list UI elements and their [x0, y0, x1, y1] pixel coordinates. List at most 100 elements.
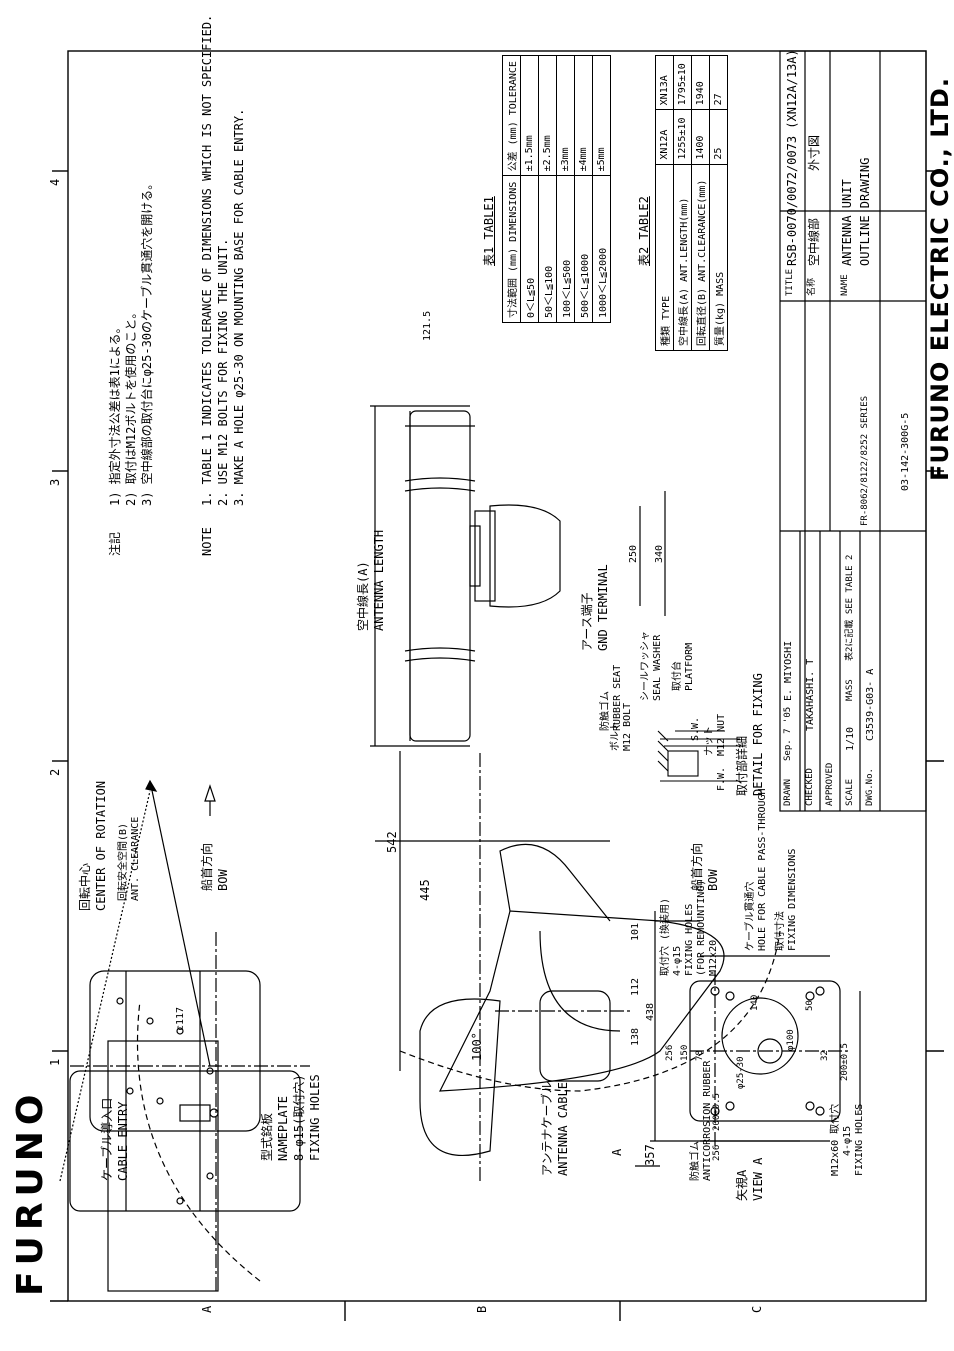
table1-cell: ±4mm [574, 55, 593, 176]
title-jp-label: 名称 [807, 277, 817, 296]
rubber-seat-label: RUBBER SEAT [612, 664, 623, 731]
seal-washer-jp: シールワッシャ [640, 631, 651, 701]
name-label: NAME [840, 274, 850, 296]
table1-title: 表1 TABLE1 [482, 196, 496, 266]
approved-label: APPROVED [825, 762, 835, 806]
table2-cell: 回転直径(B) ANT.CLEARANCE(mm) [691, 164, 710, 351]
dwg-number: C3539-G03- A [865, 668, 876, 741]
fixing-dims-jp: 取付寸法 [775, 911, 786, 951]
table2-cell: 1795±10 [673, 55, 692, 110]
table2-cell: 空中線長(A) ANT.LENGTH(mm) [673, 164, 692, 351]
note-jp-1: 1) 指定外寸法公差は表1による。 [108, 321, 122, 506]
table1-cell: 1000＜L≦2000 [592, 175, 611, 323]
sw-label: S.W. [690, 716, 701, 741]
nut-jp: ナット [704, 726, 715, 756]
mass-label: MASS [845, 679, 855, 701]
drawn-by: E. MIYOSHI [783, 640, 794, 701]
dim-438: 438 [645, 1002, 656, 1021]
table2-cell: 1255±10 [673, 109, 692, 165]
nut-label: M12 NUT [716, 713, 727, 756]
table1-cell: 500＜L≦1000 [574, 175, 593, 323]
fixing-dims-label: FIXING DIMENSIONS [787, 848, 798, 951]
center-rotation-jp: 回転中心 [78, 862, 92, 911]
dim-256a: 256 [665, 1044, 675, 1061]
dim-100deg: 100° [470, 1032, 484, 1061]
table-row: 100＜L≦500±3mm [556, 55, 575, 323]
table1-cell: ±5mm [592, 55, 611, 176]
cable-hole-label: HOLE FOR CABLE PASS-THROUGH [757, 788, 768, 951]
detail-fixing-jp: 取付部詳細 [735, 735, 749, 796]
name-1: ANTENNA UNIT [840, 179, 854, 266]
fix-holes-count: 4-φ15 [672, 945, 683, 976]
gnd-terminal-label: GND TERMINAL [596, 564, 610, 651]
table2-cell: 質量(kg) MASS [709, 164, 728, 351]
table1-header-dimensions: 寸法範囲 (mm) DIMENSIONS [502, 175, 521, 323]
title-label: TITLE [785, 268, 795, 296]
dim-150: 150 [680, 1044, 690, 1061]
dim-200b: 200±0.5 [712, 1093, 722, 1131]
dim-250: 250 [628, 544, 639, 563]
platform-jp: 取付台 [672, 661, 683, 691]
section-a-marker: A [610, 1148, 624, 1156]
cable-entry-label: CABLE ENTRY [116, 1101, 130, 1181]
cable-entry-jp: ケーブル導入口 [100, 1097, 114, 1181]
dim-78: 78 [695, 1050, 705, 1061]
company-name: FURUNO ELECTRIC CO., LTD. [926, 77, 954, 481]
platform-label: PLATFORM [684, 642, 695, 691]
note-en-3: 3. MAKE A HOLE φ25-30 ON MOUNTING BASE F… [232, 108, 246, 506]
table2-cell: 1940 [691, 55, 710, 110]
table2-header: 種類 TYPE [655, 164, 674, 351]
table2-cell: 27 [709, 55, 728, 110]
view-a-label: VIEW A [751, 1157, 765, 1201]
title-jp-2: 外寸図 [807, 134, 821, 171]
dim-101: 101 [630, 922, 641, 941]
view-a-jp: 矢視A [735, 1169, 749, 1201]
antenna-cable-label: ANTENNA CABLE [556, 1082, 570, 1176]
table-row: 1000＜L≦2000±5mm [592, 55, 611, 323]
dim-140: 140 [750, 994, 760, 1011]
table1-cell: 0＜L≦50 [520, 175, 539, 323]
note-en-1: 1. TABLE 1 INDICATES TOLERANCE OF DIMENS… [200, 14, 214, 506]
dim-542: 542 [385, 831, 399, 853]
m12-holes: M12x60 取付穴 [830, 1103, 841, 1176]
checked-by: TAKAHASHI. T [805, 658, 816, 731]
table-row: 500＜L≦1000±4mm [574, 55, 593, 323]
table1-cell: 50＜L≦100 [538, 175, 557, 323]
table2-cell: 25 [709, 109, 728, 165]
note-en-2: 2. USE M12 BOLTS FOR FIXING THE UNIT. [216, 238, 230, 506]
dim-256b: 256 [712, 1144, 722, 1161]
dim-121-5: 121.5 [422, 310, 433, 341]
bow-view-a-jp: 船首方向 [690, 842, 704, 891]
rubber-seat-jp: 防触ゴム [600, 691, 611, 731]
dim-c117: c117 [175, 1006, 186, 1031]
m12-holes-label: FIXING HOLES [854, 1103, 865, 1176]
table-row: 0＜L≦50±1.5mm [520, 55, 539, 323]
bow-top-jp: 船首方向 [200, 842, 214, 891]
bow-top-label: BOW [216, 869, 230, 891]
detail-fixing-label: DETAIL FOR FIXING [751, 673, 765, 796]
seal-washer-label: SEAL WASHER [652, 634, 663, 701]
dim-200a: 200±0.5 [840, 1043, 850, 1081]
table1: 寸法範囲 (mm) DIMENSIONS 公差 (mm) TOLERANCE 0… [502, 55, 611, 323]
notes-en-header: NOTE [200, 527, 214, 556]
anticorrosion-jp: 防触ゴム [690, 1141, 701, 1181]
dim-phi100: φ100 [786, 1029, 796, 1051]
dim-445: 445 [418, 879, 432, 901]
note-jp-2: 2) 取付はM12ボルトを使用のこと。 [124, 306, 138, 506]
drawn-date: Sep. 7 '05 [783, 706, 793, 761]
antenna-length-label: ANTENNA LENGTH [372, 529, 386, 631]
title-jp: 空中線部 [807, 217, 821, 266]
fixing-holes-top-label: FIXING HOLES [308, 1074, 322, 1161]
fix-holes-jp: 取付穴 (換装用) [660, 897, 671, 976]
frame-row-a: A [200, 1305, 214, 1313]
mass-value: 表2に記載 SEE TABLE 2 [845, 554, 855, 661]
table1-cell: ±2.5mm [538, 55, 557, 176]
frame-col-2: 2 [48, 768, 62, 776]
fw-label: F.W. [716, 766, 727, 791]
